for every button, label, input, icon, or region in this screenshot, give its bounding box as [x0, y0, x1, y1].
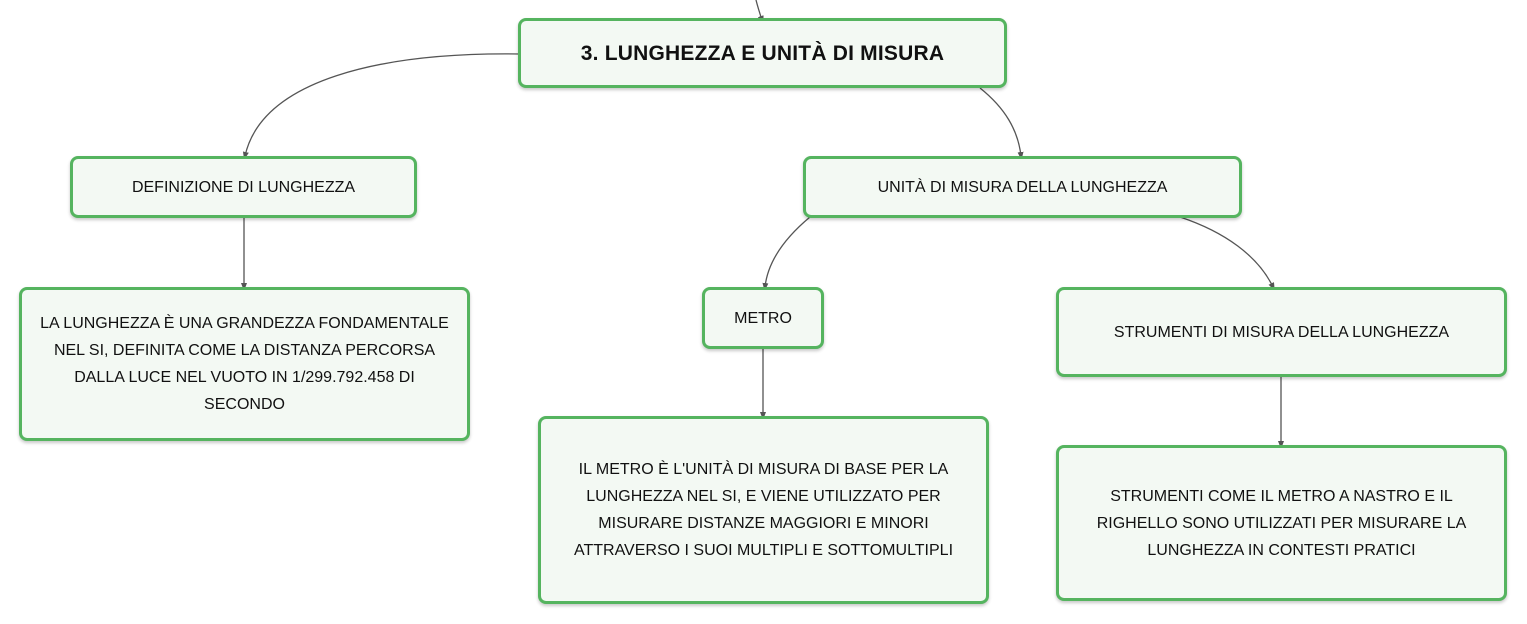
units-label: UNITÀ DI MISURA DELLA LUNGHEZZA: [877, 178, 1168, 196]
connector-units-to-meter: [762, 216, 811, 291]
connector-root-to-definition: [242, 53, 521, 160]
tools-node[interactable]: STRUMENTI DI MISURA DELLA LUNGHEZZA: [1056, 287, 1507, 377]
root-topic-label: 3. LUNGHEZZA E UNITÀ DI MISURA: [580, 41, 945, 65]
tools-detail-label: STRUMENTI COME IL METRO A NASTRO E IL RI…: [1096, 487, 1467, 559]
meter-node[interactable]: METRO: [702, 287, 824, 349]
definition-detail-label: LA LUNGHEZZA È UNA GRANDEZZA FONDAMENTAL…: [40, 315, 449, 413]
meter-detail-node[interactable]: IL METRO È L'UNITÀ DI MISURA DI BASE PER…: [538, 416, 989, 604]
connector-root-to-units: [979, 87, 1024, 160]
root-topic-node[interactable]: 3. LUNGHEZZA E UNITÀ DI MISURA: [518, 18, 1007, 88]
units-node[interactable]: UNITÀ DI MISURA DELLA LUNGHEZZA: [803, 156, 1242, 218]
meter-label: METRO: [734, 309, 792, 327]
tools-detail-node[interactable]: STRUMENTI COME IL METRO A NASTRO E IL RI…: [1056, 445, 1507, 601]
definition-label: DEFINIZIONE DI LUNGHEZZA: [131, 178, 356, 196]
tools-label: STRUMENTI DI MISURA DELLA LUNGHEZZA: [1113, 323, 1450, 341]
meter-detail-label: IL METRO È L'UNITÀ DI MISURA DI BASE PER…: [573, 461, 954, 559]
definition-detail-node[interactable]: LA LUNGHEZZA È UNA GRANDEZZA FONDAMENTAL…: [19, 287, 470, 441]
connector-parent-to-root: [755, 0, 764, 24]
connector-units-to-tools: [1179, 216, 1275, 291]
definition-node[interactable]: DEFINIZIONE DI LUNGHEZZA: [70, 156, 417, 218]
